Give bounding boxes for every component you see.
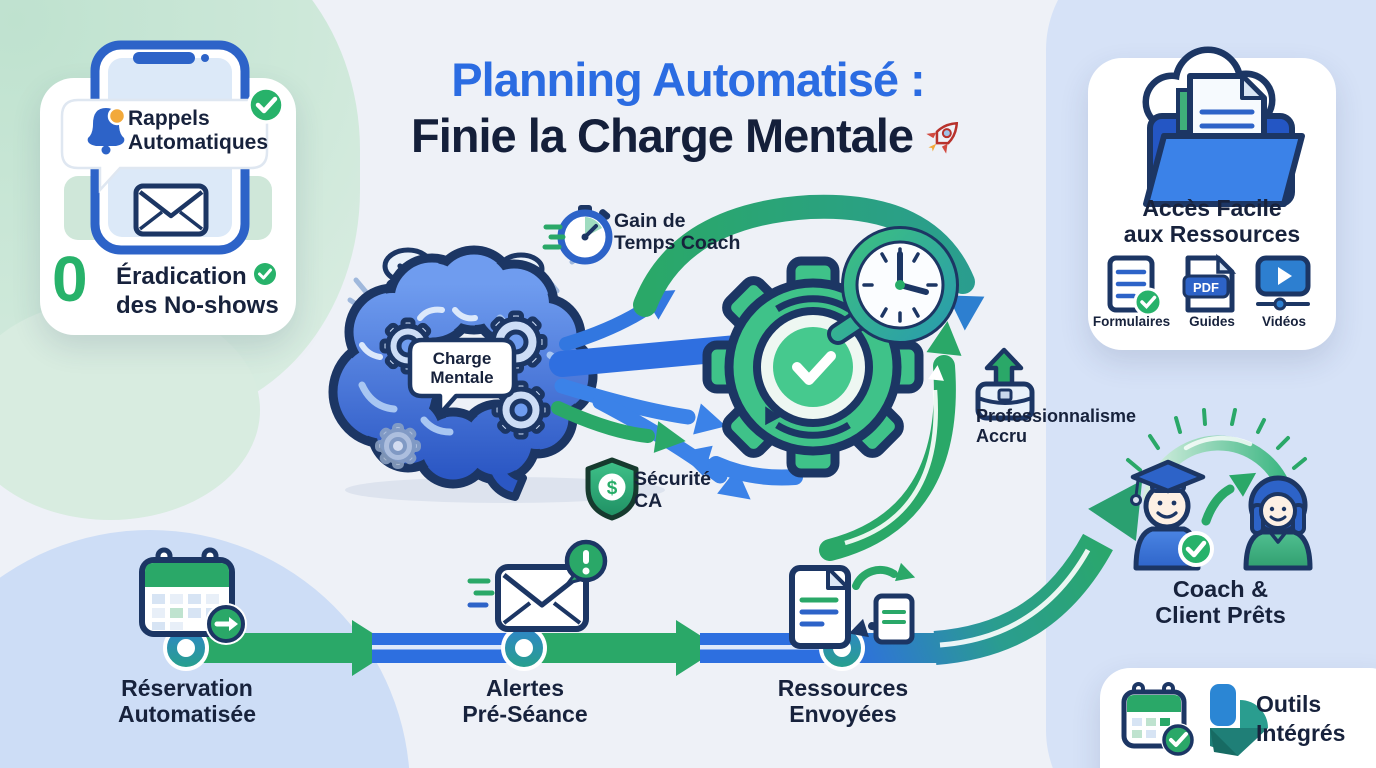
clock-icon bbox=[827, 226, 959, 345]
resources-sent-icon bbox=[789, 562, 919, 649]
timeline-bar-blue bbox=[372, 633, 512, 663]
check-badge-icon bbox=[253, 262, 277, 293]
resources-item-guides: Guides bbox=[1189, 314, 1235, 329]
resources-item-videos: Vidéos bbox=[1261, 314, 1307, 329]
benefit-time-label: Gain de Temps Coach bbox=[614, 210, 741, 254]
background-blue-circle bbox=[0, 530, 410, 768]
charge-mentale-label: Charge Mentale bbox=[430, 349, 494, 388]
small-gear-icon bbox=[375, 423, 421, 469]
thought-bubble-icon bbox=[382, 247, 434, 293]
svg-text:$: $ bbox=[607, 478, 618, 499]
timeline-step-ressources: Ressources Envoyées bbox=[777, 675, 909, 727]
title-line-2-text: Finie la Charge Mentale bbox=[411, 109, 914, 162]
stress-ticks bbox=[347, 249, 588, 311]
brain-shadow bbox=[345, 477, 665, 503]
resources-item-formulaires: Formulaires bbox=[1092, 314, 1171, 329]
timeline-node bbox=[819, 625, 865, 671]
reminder-bubble-label: Rappels Automatiques bbox=[128, 107, 269, 154]
benefit-professionalism-label: Professionnalisme Accru bbox=[976, 406, 1137, 447]
timeline-step-alertes: Alertes Pré-Séance bbox=[462, 675, 588, 727]
stopwatch-icon bbox=[542, 205, 613, 265]
rocket-icon bbox=[926, 122, 959, 154]
timeline-arrow-green bbox=[524, 620, 720, 676]
title-line-1: Planning Automatisé : bbox=[451, 53, 925, 106]
tools-card-label: Outils Intégrés bbox=[1256, 691, 1346, 746]
main-gear-icon bbox=[702, 256, 924, 478]
check-circle-icon bbox=[773, 327, 853, 407]
title-line-2: Finie la Charge Mentale bbox=[411, 109, 965, 163]
outcome-label: Coach & Client Prêts bbox=[1155, 576, 1286, 629]
noshow-label: Éradication des No-shows bbox=[116, 262, 279, 319]
lightning-icon bbox=[454, 249, 466, 280]
zero-noshows-stat: 0 bbox=[52, 243, 88, 315]
timeline-node bbox=[501, 625, 547, 671]
shield-dollar-icon: $ bbox=[585, 457, 639, 521]
benefit-security-label: Sécurité CA bbox=[634, 468, 711, 512]
resources-card-title: Accès Facile aux Ressources bbox=[1123, 195, 1301, 247]
brain-gear-icon bbox=[491, 380, 551, 440]
thought-bubble-icon-2 bbox=[497, 252, 545, 295]
background-green-blob-2 bbox=[0, 300, 260, 520]
timeline-step-reservation: Réservation Automatisée bbox=[117, 675, 257, 727]
timeline-bar-blue bbox=[700, 633, 842, 663]
alert-envelope-icon bbox=[467, 539, 608, 632]
